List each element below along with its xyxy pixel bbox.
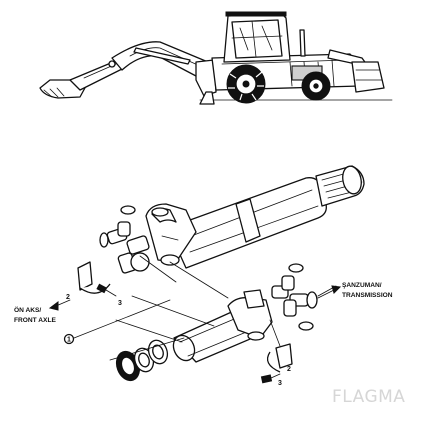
watermark: FLAGMA <box>332 387 405 407</box>
exhaust-stack <box>299 29 306 57</box>
operator-cab <box>223 11 291 63</box>
rear-yoke-lower <box>227 289 273 341</box>
part-number-3-upper: 3 <box>118 300 122 307</box>
part-1-callout <box>63 333 75 345</box>
front-axle-label-en: FRONT AXLE <box>14 317 56 324</box>
transmission-arrow <box>317 285 342 299</box>
part-number-1: 1 <box>67 337 71 344</box>
rear-universal-joint <box>271 275 318 317</box>
snap-ring-front <box>120 205 136 215</box>
front-strap-clamp <box>77 261 117 297</box>
part-number-2-upper: 2 <box>66 294 70 301</box>
transmission-label-en: TRANSMISSION <box>342 292 393 299</box>
snap-ring-rear-lower <box>298 321 314 331</box>
rear-wheel <box>226 64 266 104</box>
snap-ring-rear-upper <box>288 263 304 273</box>
front-yoke-upper <box>145 203 197 266</box>
rear-strap-clamp <box>260 343 293 384</box>
part-number-2-lower: 2 <box>287 366 291 373</box>
backhoe-dipper-arm <box>69 59 125 91</box>
front-universal-joint <box>99 221 150 274</box>
front-loader <box>327 49 385 93</box>
front-axle-label-tr: ÖN AKS/ <box>14 305 41 314</box>
front-axle-arrow <box>48 299 71 311</box>
leader-lines <box>73 255 337 361</box>
front-wheel <box>301 71 331 101</box>
rear-stabilizer <box>195 59 217 105</box>
driveshaft-main-tube <box>167 165 365 269</box>
backhoe-loader-illustration <box>39 11 393 105</box>
part-number-3-lower: 3 <box>278 380 282 387</box>
transmission-label-tr: ŞANZUMAN/ <box>342 282 382 289</box>
slip-joint-seals <box>115 339 169 382</box>
